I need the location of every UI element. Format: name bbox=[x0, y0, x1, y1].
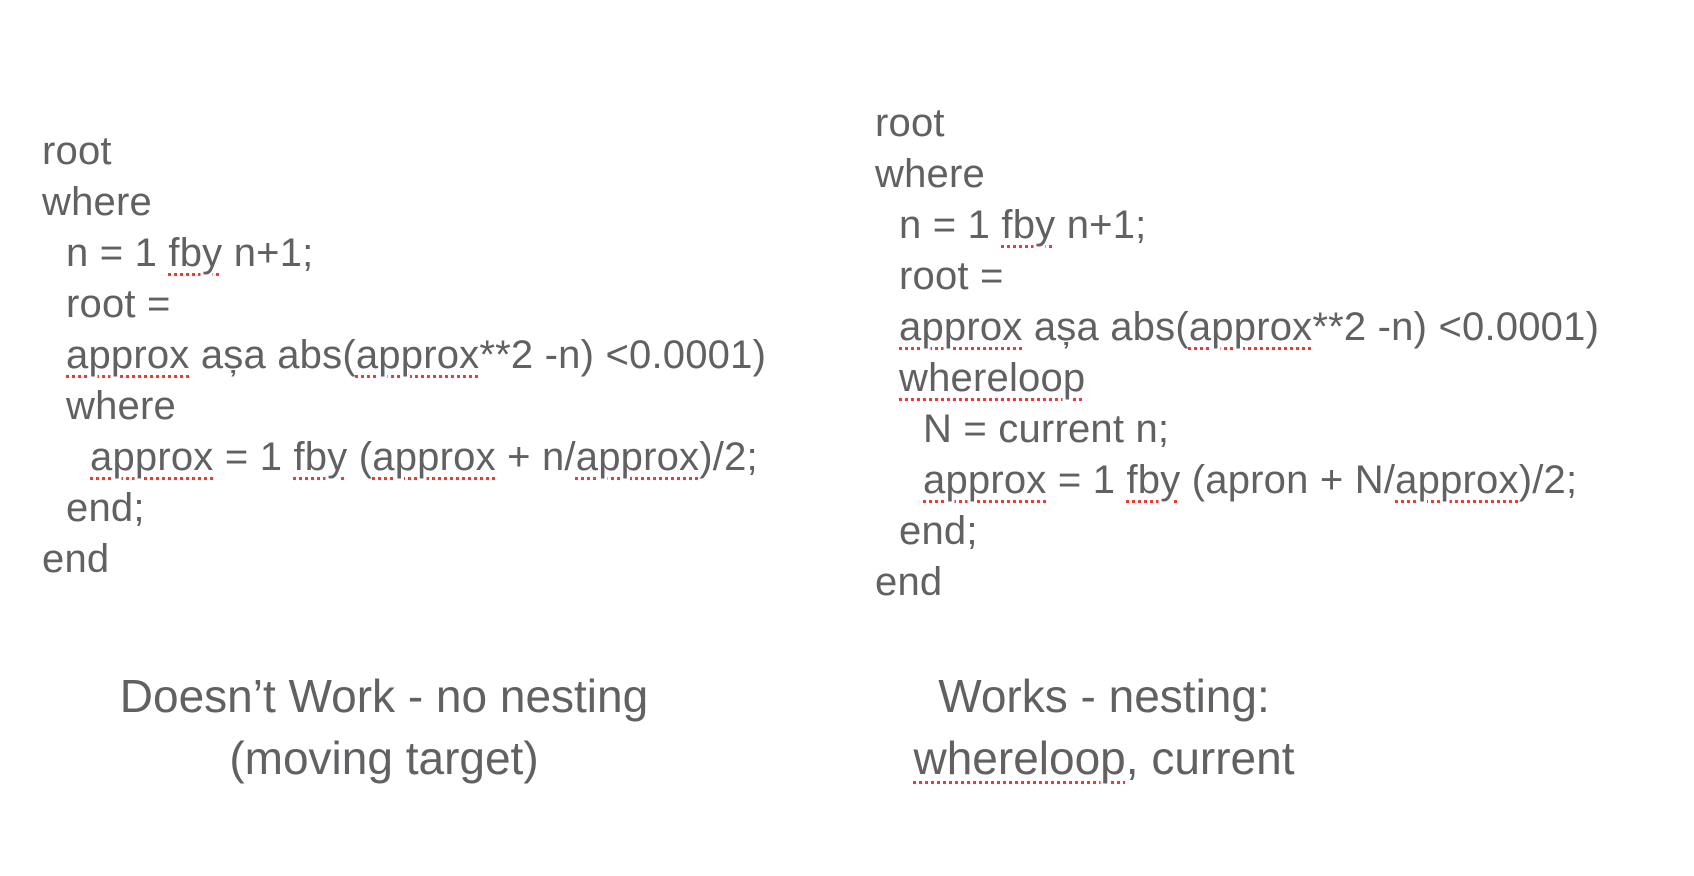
code-line: where bbox=[875, 149, 1599, 200]
misspelled-word: fby bbox=[1001, 203, 1056, 247]
text-segment: așa abs( bbox=[189, 333, 356, 377]
code-line: approx așa abs(approx**2 -n) <0.0001) bbox=[42, 330, 766, 381]
misspelled-word: fby bbox=[293, 435, 348, 479]
text-segment: root = bbox=[66, 282, 171, 326]
text-segment: (moving target) bbox=[229, 732, 539, 784]
text-segment: end; bbox=[66, 486, 145, 530]
misspelled-word: approx bbox=[372, 435, 496, 479]
code-line: end bbox=[875, 557, 1599, 608]
code-line: where bbox=[42, 381, 766, 432]
text-segment: (apron + N/ bbox=[1180, 458, 1396, 502]
misspelled-word: whereloop bbox=[899, 356, 1086, 400]
text-segment: n = 1 bbox=[899, 203, 1002, 247]
misspelled-word: approx bbox=[1395, 458, 1519, 502]
text-segment: )/2; bbox=[699, 435, 758, 479]
text-segment: where bbox=[42, 180, 152, 224]
misspelled-word: approx bbox=[899, 305, 1023, 349]
text-segment: = 1 bbox=[213, 435, 294, 479]
text-segment: **2 -n) <0.0001) bbox=[1312, 305, 1600, 349]
misspelled-word: approx bbox=[355, 333, 480, 377]
caption-line: Works - nesting: bbox=[818, 665, 1390, 727]
text-segment: = 1 bbox=[1046, 458, 1127, 502]
code-line: end; bbox=[42, 483, 766, 534]
text-segment: where bbox=[875, 152, 985, 196]
caption-right: Works - nesting:whereloop, current bbox=[818, 665, 1390, 789]
misspelled-word: approx bbox=[575, 435, 700, 479]
code-line: n = 1 fby n+1; bbox=[42, 228, 766, 279]
text-segment: Works - nesting: bbox=[938, 670, 1270, 722]
misspelled-word: whereloop bbox=[913, 732, 1126, 784]
misspelled-word: approx bbox=[90, 435, 214, 479]
misspelled-word: approx bbox=[1188, 305, 1313, 349]
text-segment: end; bbox=[899, 509, 978, 553]
text-segment: Doesn’t Work - no nesting bbox=[119, 670, 649, 722]
caption-line: Doesn’t Work - no nesting bbox=[28, 665, 740, 727]
text-segment: )/2; bbox=[1518, 458, 1578, 502]
text-segment: n+1; bbox=[1055, 203, 1147, 247]
caption-line: whereloop, current bbox=[818, 727, 1390, 789]
caption-line: (moving target) bbox=[28, 727, 740, 789]
text-segment: + n/ bbox=[495, 435, 576, 479]
text-segment: ( bbox=[347, 435, 373, 479]
code-line: end; bbox=[875, 506, 1599, 557]
text-segment: root bbox=[42, 129, 112, 173]
text-segment: root bbox=[875, 101, 945, 145]
code-line: n = 1 fby n+1; bbox=[875, 200, 1599, 251]
text-segment: n+1; bbox=[222, 231, 314, 275]
code-line: whereloop bbox=[875, 353, 1599, 404]
misspelled-word: fby bbox=[1126, 458, 1181, 502]
code-line: N = current n; bbox=[875, 404, 1599, 455]
text-segment: n = 1 bbox=[66, 231, 169, 275]
code-line: root bbox=[875, 98, 1599, 149]
text-segment: end bbox=[875, 560, 943, 604]
misspelled-word: approx bbox=[66, 333, 190, 377]
text-segment: **2 -n) <0.0001) bbox=[479, 333, 767, 377]
text-segment: where bbox=[66, 384, 176, 428]
misspelled-word: fby bbox=[168, 231, 223, 275]
text-segment: , current bbox=[1125, 732, 1295, 784]
text-segment: N = current n; bbox=[923, 407, 1170, 451]
code-line: end bbox=[42, 534, 766, 585]
code-line: where bbox=[42, 177, 766, 228]
text-segment: root = bbox=[899, 254, 1004, 298]
code-line: approx = 1 fby (apron + N/approx)/2; bbox=[875, 455, 1599, 506]
code-line: approx = 1 fby (approx + n/approx)/2; bbox=[42, 432, 766, 483]
text-segment: așa abs( bbox=[1022, 305, 1189, 349]
code-line: root = bbox=[875, 251, 1599, 302]
caption-left: Doesn’t Work - no nesting (moving target) bbox=[28, 665, 740, 789]
code-line: approx așa abs(approx**2 -n) <0.0001) bbox=[875, 302, 1599, 353]
code-line: root bbox=[42, 126, 766, 177]
code-line: root = bbox=[42, 279, 766, 330]
text-segment: end bbox=[42, 537, 110, 581]
misspelled-word: approx bbox=[923, 458, 1047, 502]
